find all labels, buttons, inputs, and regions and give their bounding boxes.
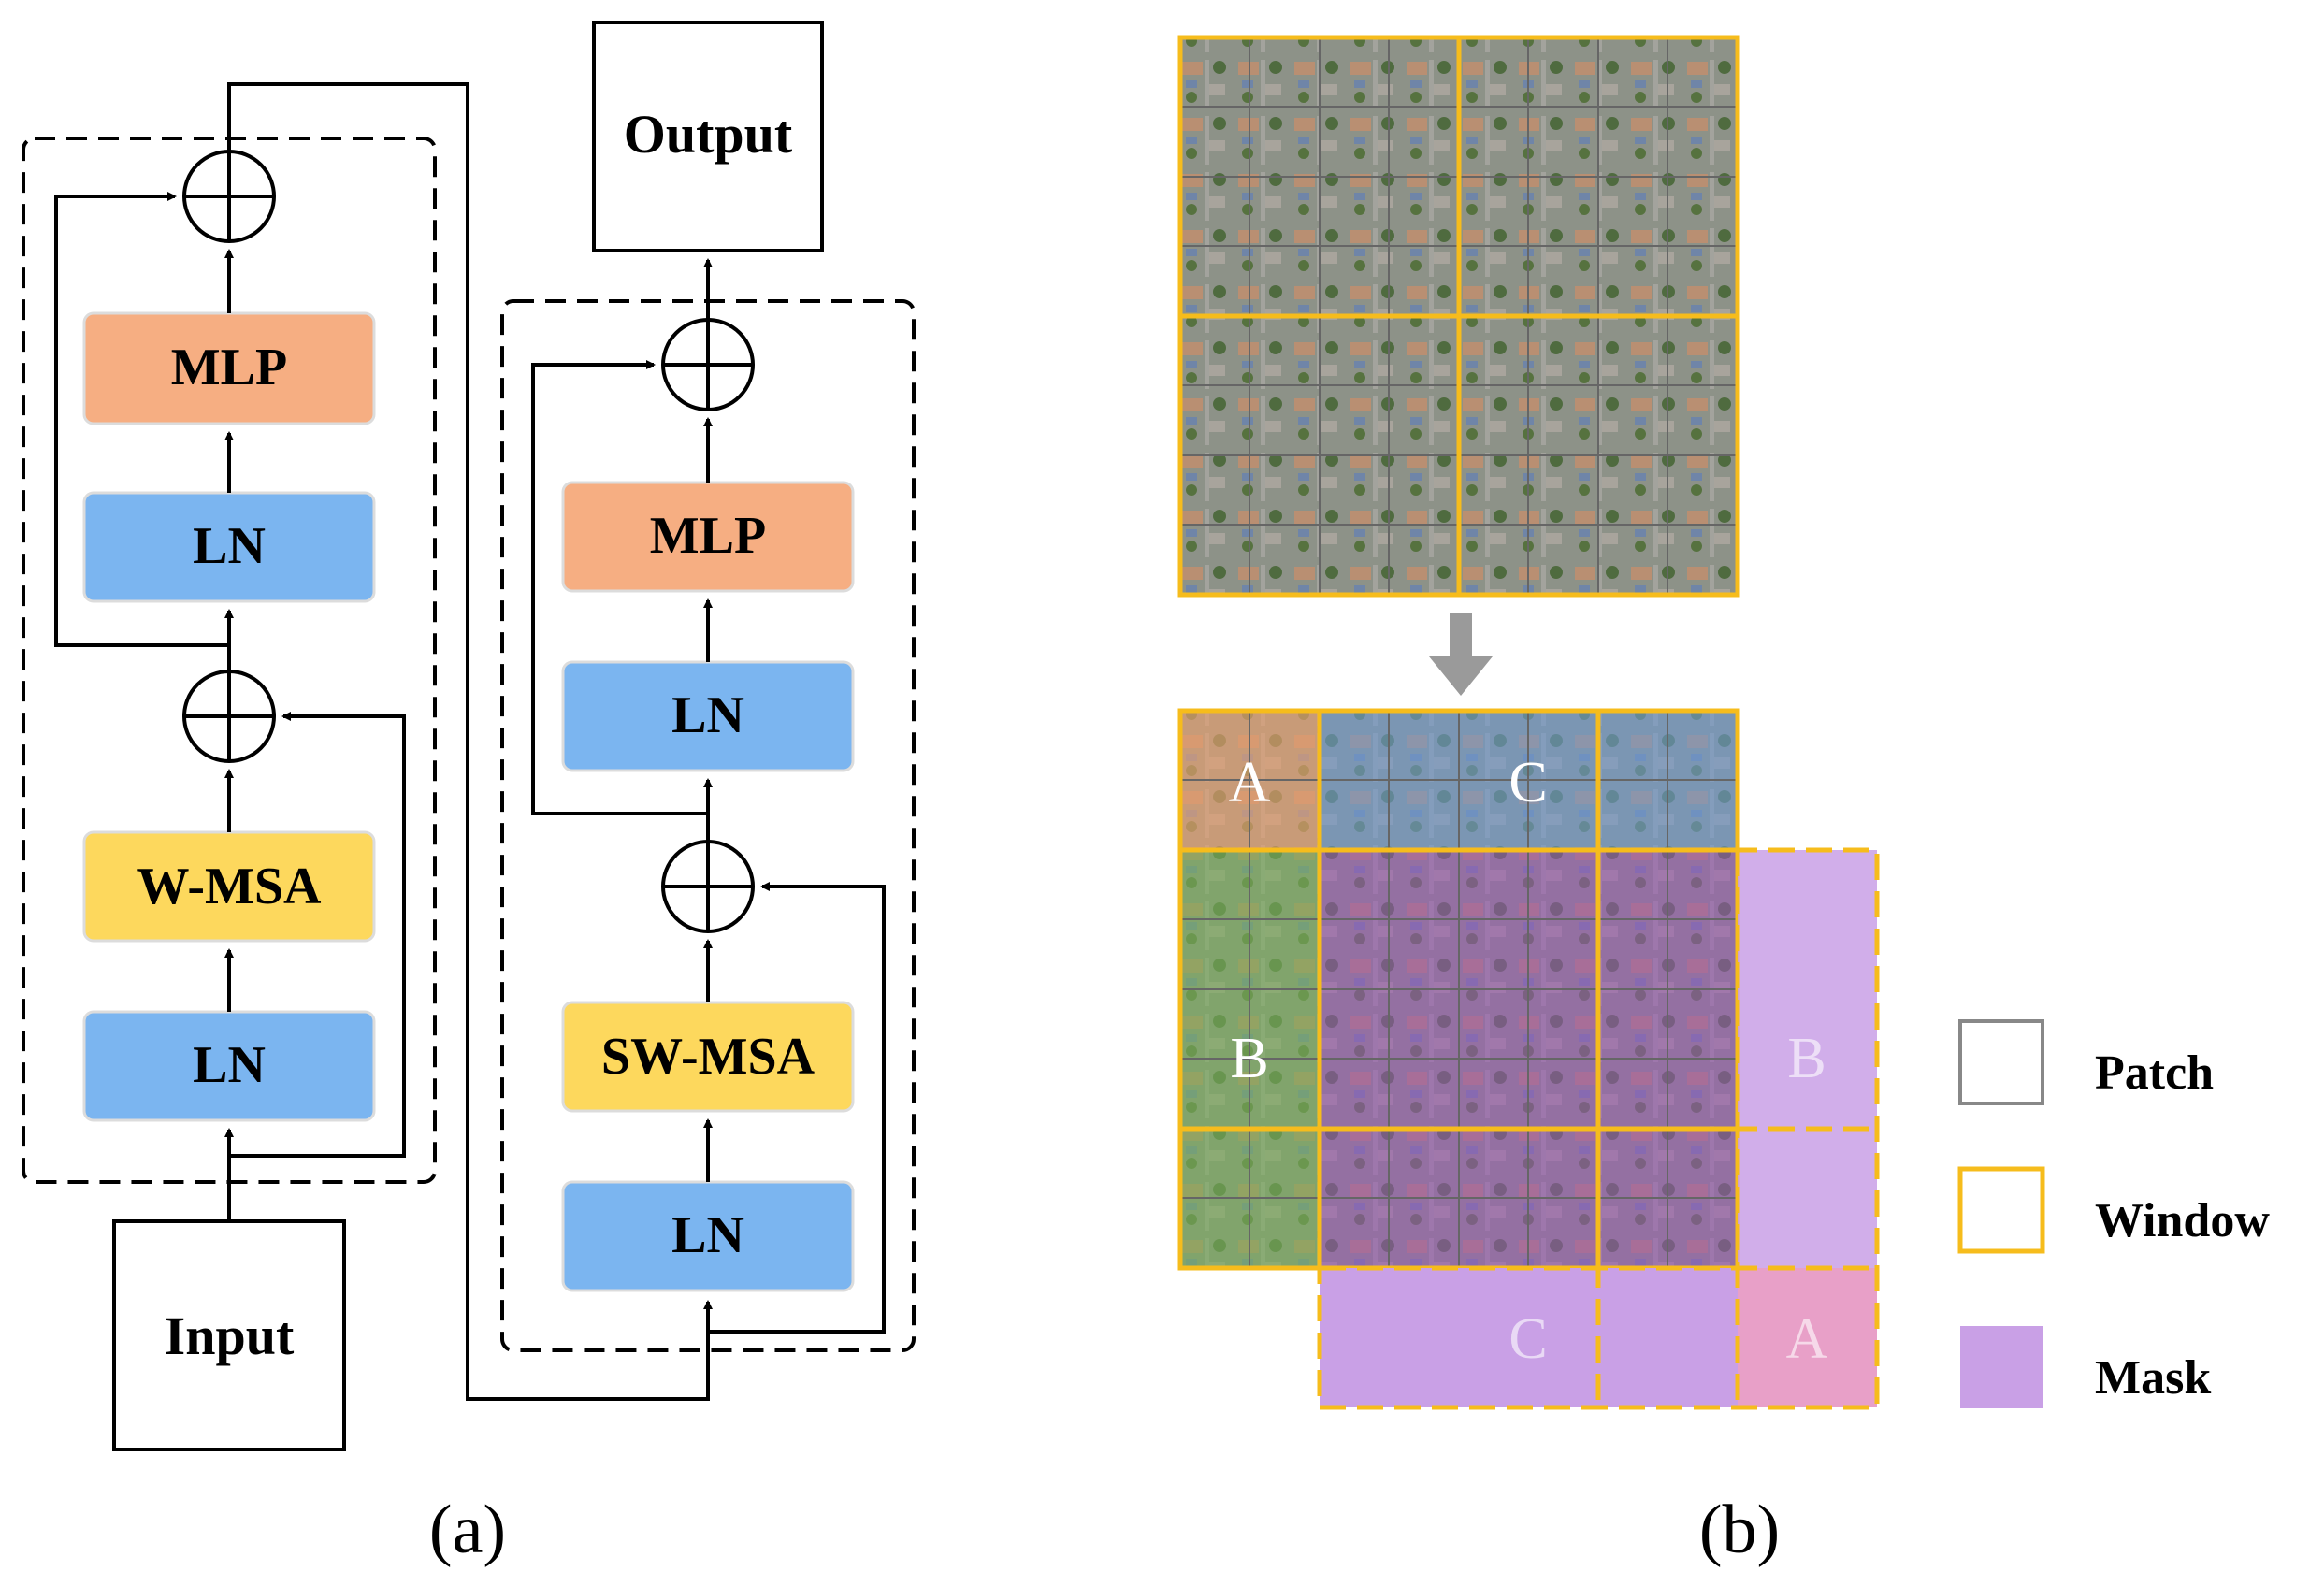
region-label-c-bottom: C (1508, 1307, 1547, 1371)
caption-b: (b) (1699, 1492, 1780, 1568)
top-window-grid (1177, 35, 1740, 598)
left-mlp-label: MLP (171, 339, 287, 396)
left-add-bottom (182, 670, 276, 763)
region-label-a-top: A (1229, 751, 1271, 815)
right-mlp-label: MLP (650, 507, 766, 565)
mask-bottom-a (1738, 1268, 1877, 1407)
legend-patch-label: Patch (2095, 1046, 2214, 1100)
top-aerial-image (1177, 35, 1740, 598)
left-add-top (182, 150, 276, 243)
left-ln2-label: LN (193, 517, 266, 575)
caption-a: (a) (429, 1492, 506, 1568)
region-label-c-top: C (1508, 751, 1547, 815)
region-label-a-bottom: A (1786, 1307, 1828, 1371)
right-ln2-label: LN (671, 686, 744, 744)
legend-mask-swatch (1960, 1326, 2043, 1408)
down-arrow-icon (1429, 613, 1493, 696)
left-wmsa-label: W-MSA (137, 858, 322, 916)
left-connectors (54, 82, 713, 1401)
right-connectors (531, 258, 886, 1334)
bottom-patch-grid (1180, 711, 1738, 1268)
panel-a: Input Output MLP LN W-MSA LN (22, 21, 916, 1568)
legend-patch-swatch (1958, 1019, 2044, 1105)
output-label: Output (624, 104, 793, 165)
right-swmsa-label: SW-MSA (601, 1028, 816, 1086)
legend-window-label: Window (2095, 1194, 2270, 1247)
panel-b: A C B B C A Patch Window Mask (b) (1177, 35, 2270, 1568)
input-label: Input (165, 1305, 295, 1366)
shifted-window-dashed-outline (1317, 847, 1880, 1410)
right-add-bottom (661, 840, 755, 933)
mask-right-b (1738, 850, 1877, 1268)
legend-window-swatch (1957, 1166, 2045, 1254)
output-box (592, 21, 824, 252)
shifted-window-image (1177, 708, 1740, 1271)
left-ln1-label: LN (193, 1036, 266, 1094)
mask-bottom-c (1320, 1268, 1738, 1407)
right-ln1-label: LN (671, 1206, 744, 1264)
region-label-b-left: B (1230, 1027, 1268, 1090)
input-box (112, 1219, 346, 1451)
region-label-b-right: B (1787, 1027, 1826, 1090)
legend-mask-label: Mask (2095, 1351, 2211, 1405)
right-add-top (661, 318, 755, 411)
legend: Patch Window Mask (1957, 1019, 2270, 1408)
